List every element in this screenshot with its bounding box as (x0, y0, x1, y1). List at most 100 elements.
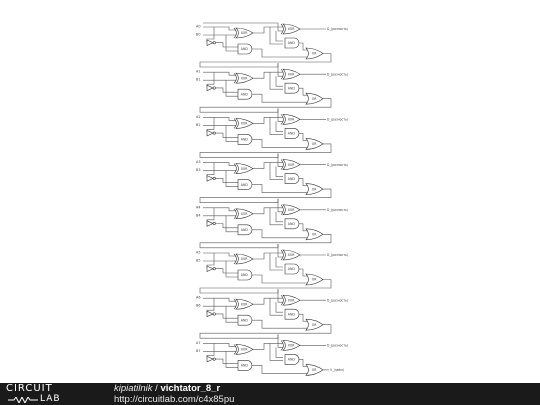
and-gate-1 (237, 224, 253, 236)
input-a-label: A5 (196, 251, 200, 255)
or-gate-label: OR (312, 97, 318, 101)
xor-gate-2-label: XOR (288, 298, 295, 302)
and-gate-2-label: AND (288, 358, 296, 362)
wire-and1-to-or (252, 274, 308, 284)
wire-not-to-and1 (215, 87, 238, 93)
xor-gate-2-xor-arc (280, 249, 284, 261)
difference-output-label: D_(разность) (327, 298, 348, 302)
wire-not-to-and1 (215, 268, 238, 274)
xor-gate-2 (282, 68, 301, 80)
and-gate-1-label: AND (241, 47, 249, 51)
logo-text-lab: LAB (40, 394, 61, 404)
wire-xor1-to-xor2 (253, 26, 283, 34)
wire-a-to-xor1 (203, 117, 236, 121)
wire-borrow-to-and2 (275, 166, 283, 177)
wire-xor1-to-and2 (269, 298, 283, 316)
wire-xor1-to-xor2 (253, 162, 283, 169)
xor-gate-1-xor-arc (233, 253, 237, 265)
not-gate (206, 84, 214, 92)
wire-and1-to-or (252, 365, 308, 374)
wire-and2-to-or (299, 42, 308, 51)
xor-gate-1-label: XOR (241, 167, 248, 171)
wire-borrow-to-and2 (275, 121, 283, 132)
xor-gate-1-label: XOR (241, 31, 248, 35)
xor-gate-2 (282, 159, 301, 170)
or-gate (305, 138, 324, 150)
input-a-label: A0 (196, 25, 200, 29)
not-gate (206, 265, 214, 272)
and-gate-2-label: AND (288, 41, 296, 45)
circuitlab-logo[interactable]: CIRCUIT LAB (6, 383, 94, 405)
difference-output-label: D_(разность) (327, 344, 348, 348)
wire-borrow-in (277, 334, 283, 348)
wire-and1-to-or (252, 48, 308, 58)
xor-gate-1 (235, 208, 254, 220)
and-gate-1-label: AND (241, 273, 249, 277)
wire-not-to-and1 (215, 223, 238, 229)
not-gate (206, 129, 214, 137)
and-gate-2-label: AND (288, 86, 296, 90)
xor-gate-2-label: XOR (288, 253, 295, 257)
and-gate-1 (237, 360, 253, 371)
and-gate-2 (284, 354, 300, 365)
and-gate-2-label: AND (288, 312, 296, 316)
not-gate-bubble (212, 41, 216, 45)
author-link[interactable]: kipiatilnik (114, 383, 153, 394)
input-b-label: B4 (196, 213, 200, 217)
xor-gate-1-xor-arc (233, 27, 237, 39)
wire-borrow-in (277, 289, 283, 303)
input-a-label: A6 (196, 296, 200, 300)
wire-and2-to-or (299, 178, 308, 186)
or-gate (305, 318, 324, 331)
circuit-meta: kipiatilnik / vichtator_8_r http://circu… (114, 383, 235, 405)
wire-borrow-to-and2 (275, 31, 283, 42)
wire-borrow-to-and2 (275, 302, 283, 313)
wire-not-to-and1 (215, 178, 238, 183)
wire-borrow-in (277, 153, 283, 167)
xor-gate-1 (235, 118, 254, 129)
and-gate-2-label: AND (288, 177, 296, 181)
and-gate-2 (284, 37, 300, 49)
or-gate-label: OR (312, 323, 318, 327)
and-gate-2 (284, 173, 300, 184)
xor-gate-1-xor-arc (233, 208, 237, 220)
xor-gate-1 (235, 72, 254, 84)
wire-xor1-to-xor2 (253, 71, 283, 79)
wire-borrow-in (277, 198, 283, 213)
or-gate (305, 228, 324, 241)
xor-gate-1-xor-arc (233, 72, 237, 84)
xor-gate-1-xor-arc (233, 298, 237, 310)
input-a-label: A3 (196, 160, 200, 164)
logo-text-circuit: CIRCUIT (6, 383, 53, 394)
input-b-label: B1 (196, 78, 200, 82)
difference-output-label: D_(разность) (327, 27, 348, 31)
wire-borrow-to-and2 (275, 257, 283, 268)
wire-a-to-xor1 (203, 252, 236, 257)
not-gate-bubble (212, 222, 216, 226)
wire-b-to-and1 (225, 35, 238, 52)
wire-b-to-and1 (225, 215, 238, 233)
or-gate (305, 92, 324, 105)
wire-a-to-xor1 (203, 343, 236, 347)
circuit-url[interactable]: http://circuitlab.com/c4x85pu (114, 393, 235, 405)
wire-xor1-to-and2 (269, 207, 283, 226)
and-gate-1-label: AND (241, 92, 249, 96)
wire-and1-to-or (252, 229, 308, 239)
not-gate-bubble (212, 86, 216, 90)
wire-and1-to-or (252, 93, 308, 103)
not-gate-bubble (212, 267, 216, 271)
and-gate-2-label: AND (288, 222, 296, 226)
wire-not-to-and1 (215, 313, 238, 319)
circuit-title[interactable]: vichtator_8_r (160, 383, 221, 394)
wire-and2-to-or (299, 87, 308, 96)
and-gate-2 (284, 218, 300, 230)
and-gate-1-label: AND (241, 228, 249, 232)
and-gate-2 (284, 82, 300, 94)
or-gate (305, 364, 324, 376)
not-gate-bubble (212, 357, 216, 361)
wire-and1-to-or (252, 319, 308, 329)
wire-and2-to-or (299, 313, 308, 322)
